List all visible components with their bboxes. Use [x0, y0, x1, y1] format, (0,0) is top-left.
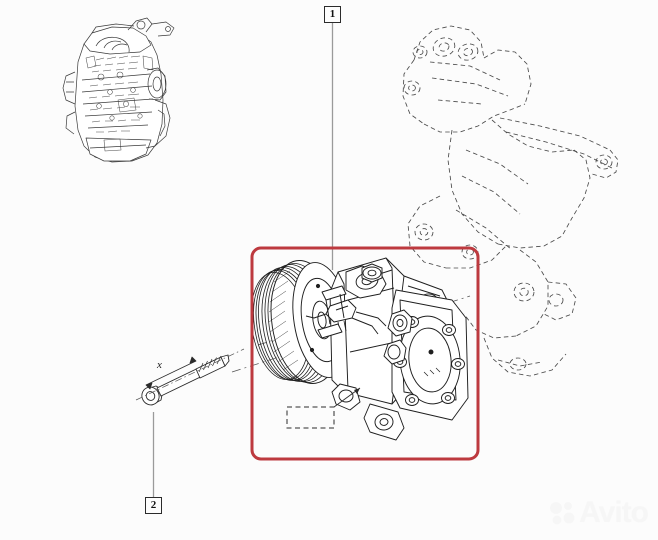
compressor-connector [305, 299, 387, 335]
callout-marker-2[interactable]: 2 [145, 497, 162, 514]
engine-mounting-bracket [402, 25, 619, 377]
air-conditioning-compressor [231, 257, 471, 441]
blank-dashed-label-box [286, 387, 361, 429]
bolt-dimension-label: x [157, 359, 162, 371]
leader-lines [152, 23, 334, 497]
compressor-mount-foot [331, 383, 405, 441]
compressor-top-mount-ear [345, 263, 387, 299]
compressor-support-arm [317, 285, 347, 339]
callout-2-label: 2 [150, 499, 157, 511]
callout-marker-1[interactable]: 1 [324, 6, 341, 23]
engine-assembly-thumbnail [62, 17, 175, 163]
compressor-highlight-box [250, 246, 480, 461]
compressor-side-port [383, 309, 413, 365]
mounting-bolt [135, 348, 245, 406]
callout-1-label: 1 [329, 8, 336, 20]
